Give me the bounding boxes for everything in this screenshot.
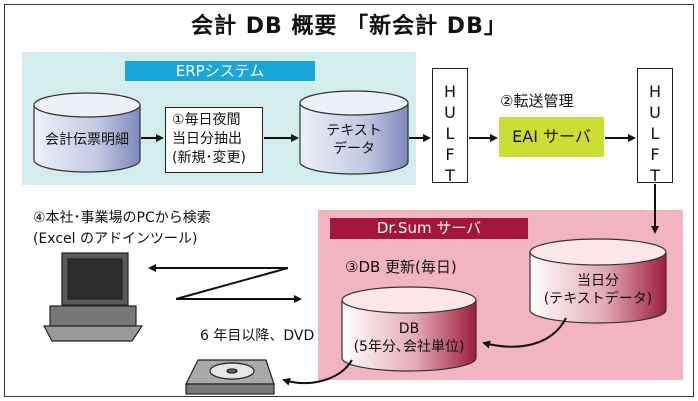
hulft-right-letter: T bbox=[650, 166, 660, 185]
hulft-left-box: H U L F T bbox=[432, 68, 468, 185]
text-data-cylinder bbox=[299, 90, 409, 175]
today-data-line-2: (テキストデータ) bbox=[543, 291, 653, 307]
hulft-right-box: H U L F T bbox=[637, 68, 673, 185]
main-db-line-2: (5年分､会社単位) bbox=[353, 339, 465, 355]
hulft-left-letter: H bbox=[443, 82, 457, 101]
page-title: 会計 DB 概要 「新会計 DB」 bbox=[191, 14, 507, 39]
today-data-line-1: 当日分 bbox=[577, 273, 619, 289]
today-data-cylinder bbox=[529, 238, 667, 324]
main-db-cylinder bbox=[341, 286, 477, 372]
pc-search-caption: ④本社･事業場のPCから検索 (Excel のアドインツール) bbox=[33, 208, 211, 250]
transfer-management-label: ②転送管理 bbox=[500, 92, 574, 110]
dvd-drive-icon bbox=[185, 359, 275, 395]
text-data-line-1: テキスト bbox=[326, 123, 382, 139]
hulft-left-letter: U bbox=[444, 103, 456, 122]
text-data-label: テキスト データ bbox=[300, 122, 408, 158]
hulft-right-letter: U bbox=[649, 103, 661, 122]
dvd-archive-label: 6 年目以降、DVD bbox=[200, 328, 315, 344]
today-data-label: 当日分 (テキストデータ) bbox=[530, 272, 666, 308]
text-data-line-2: データ bbox=[333, 141, 375, 157]
desktop-computer-icon bbox=[43, 252, 144, 342]
db-update-label: ③DB 更新(毎日) bbox=[345, 258, 457, 276]
hulft-right-letter: L bbox=[650, 124, 660, 143]
main-db-line-1: DB bbox=[398, 321, 420, 337]
main-db-label: DB (5年分､会社単位) bbox=[342, 320, 476, 356]
hulft-left-letter: F bbox=[445, 145, 455, 164]
arrow-db-to-dvd bbox=[282, 359, 353, 386]
drsum-server-label: Dr.Sum サーバ bbox=[330, 218, 528, 239]
extract-step-line-2: 当日分抽出 bbox=[172, 131, 242, 147]
erp-system-label: ERPシステム bbox=[125, 61, 315, 81]
zigzag-line bbox=[175, 267, 289, 300]
source-db-cylinder bbox=[33, 92, 141, 173]
pc-search-line-1: ④本社･事業場のPCから検索 bbox=[33, 210, 211, 226]
eai-server-box: EAI サーバ bbox=[499, 117, 604, 157]
extract-step-line-3: (新規･変更) bbox=[172, 150, 246, 166]
hulft-left-letter: L bbox=[445, 124, 455, 143]
source-db-label: 会計伝票明細 bbox=[45, 132, 129, 148]
extract-step-line-1: ①毎日夜間 bbox=[172, 112, 241, 128]
hulft-left-letter: T bbox=[445, 166, 455, 185]
arrow-today-to-db bbox=[482, 317, 567, 349]
hulft-right-letter: H bbox=[648, 82, 662, 101]
extract-step-box: ①毎日夜間 当日分抽出 (新規･変更) bbox=[165, 107, 263, 173]
hulft-right-letter: F bbox=[650, 145, 660, 164]
pc-search-line-2: (Excel のアドインツール) bbox=[33, 231, 198, 247]
